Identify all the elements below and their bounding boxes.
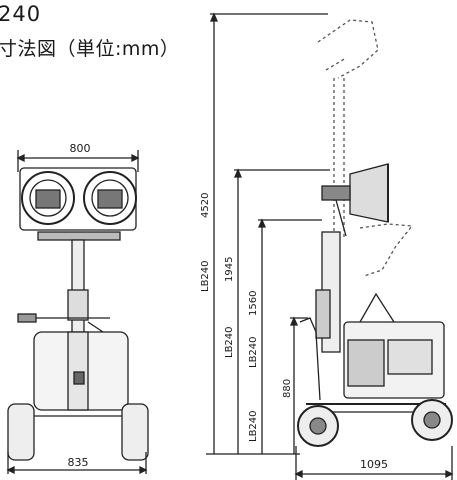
handle-height-label: 880: [282, 379, 293, 398]
max-height-model: LB240: [200, 260, 211, 292]
low-height-model: LB240: [248, 336, 259, 368]
right-lamp: [83, 171, 137, 225]
mid-height-label: 1945: [224, 257, 235, 282]
front-mast: [71, 239, 85, 336]
model-number: 240: [0, 2, 42, 26]
left-lamp: [21, 171, 75, 225]
side-length-label: 1095: [360, 458, 388, 471]
low-height-label: 1560: [248, 291, 259, 316]
extended-mast-ghost: [317, 19, 414, 277]
side-lamp-head: [349, 163, 389, 223]
front-left-wheel: [7, 403, 35, 461]
mid-height-model: LB240: [224, 326, 235, 358]
handle-height-model: LB240: [248, 410, 259, 442]
front-right-wheel: [121, 403, 149, 461]
drawing-caption: 寸法図（単位:mm）: [0, 38, 180, 60]
front-width-label: 800: [70, 142, 91, 155]
side-view: [206, 12, 454, 480]
front-view: [6, 150, 149, 475]
max-height-label: 4520: [200, 193, 211, 218]
side-handle: [299, 317, 321, 401]
front-base-label: 835: [68, 456, 89, 469]
